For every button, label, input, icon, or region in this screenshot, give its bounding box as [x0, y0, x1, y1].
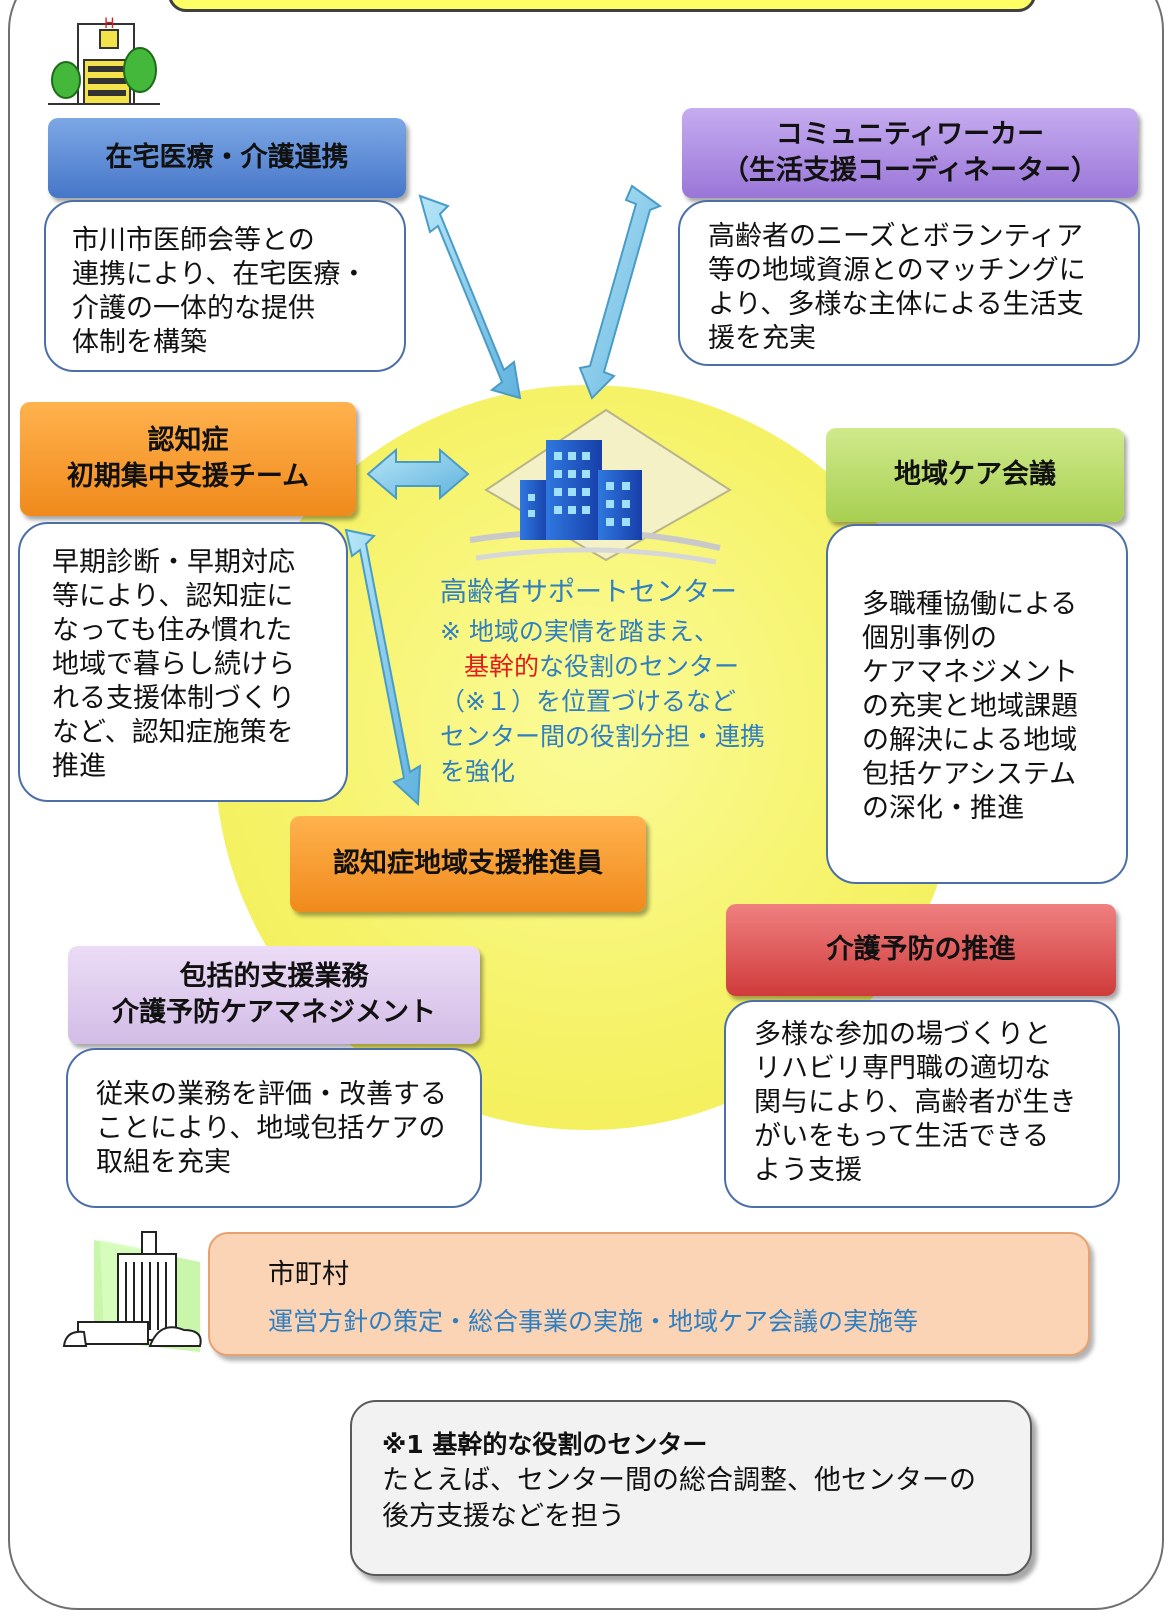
care-meeting-header: 地域ケア会議: [826, 428, 1124, 522]
dementia-team-line: 等により、認知症に: [52, 581, 294, 612]
comprehensive-card: 従来の業務を評価・改善する ことにより、地域包括ケアの 取組を充実: [66, 1048, 482, 1208]
municipality-text: 運営方針の策定・総合事業の実施・地域ケア会議の実施等: [268, 1307, 919, 1336]
care-prevention-line: リハビリ専門職の適切な: [754, 1053, 1051, 1084]
municipality-title: 市町村: [268, 1259, 349, 1290]
hospital-icon: H: [48, 16, 160, 105]
dementia-team-line: 推進: [52, 751, 106, 782]
care-prevention-line: がいをもって生活できる: [754, 1121, 1050, 1152]
comprehensive-line: 取組を充実: [96, 1147, 231, 1178]
dementia-team-line: れる支援体制づくり: [52, 683, 295, 714]
care-meeting-line: ケアマネジメント: [862, 657, 1078, 688]
core-role-highlight: 基幹的: [464, 652, 540, 681]
home-medical-line: 介護の一体的な提供: [72, 293, 315, 324]
dementia-team-line: なっても住み慣れた: [52, 615, 293, 646]
home-medical-line: 体制を構築: [72, 327, 207, 358]
dementia-team-line: など、認知症施策を: [52, 717, 294, 748]
community-worker-title: コミュニティワーカー: [775, 119, 1045, 150]
home-medical-line: 市川市医師会等との: [72, 225, 315, 256]
footnote-panel: ※1 基幹的な役割のセンター たとえば、センター間の総合調整、他センターの 後方…: [350, 1400, 1032, 1576]
care-prevention-line: 関与により、高齢者が生き: [754, 1087, 1077, 1118]
support-center-text: 高齢者サポートセンター ※ 地域の実情を踏まえ、 基幹的な役割のセンター （※１…: [440, 575, 800, 789]
care-prevention-line: よう支援: [754, 1155, 862, 1186]
support-center-note-2: 基幹的な役割のセンター: [440, 649, 800, 684]
comprehensive-header: 包括的支援業務 介護予防ケアマネジメント: [68, 946, 480, 1044]
home-medical-title: 在宅医療・介護連携: [105, 142, 349, 173]
dementia-promoter-header: 認知症地域支援推進員: [290, 816, 646, 912]
community-worker-line: 等の地域資源とのマッチングに: [708, 255, 1086, 286]
care-meeting-line: 個別事例の: [862, 623, 997, 654]
support-center-note-1: ※ 地域の実情を踏まえ、: [440, 617, 719, 646]
dementia-team-title: 認知症: [147, 425, 229, 456]
care-meeting-line: の深化・推進: [862, 793, 1024, 824]
support-center-note-2-rest: な役割のセンター: [539, 652, 740, 681]
care-meeting-line: の充実と地域課題: [862, 691, 1078, 722]
community-worker-card: 高齢者のニーズとボランティア 等の地域資源とのマッチングに より、多様な主体によ…: [678, 200, 1140, 366]
care-prevention-card: 多様な参加の場づくりと リハビリ専門職の適切な 関与により、高齢者が生き がいを…: [724, 1000, 1120, 1208]
footnote-line: 後方支援などを担う: [382, 1501, 625, 1532]
support-center-name: 高齢者サポートセンター: [440, 577, 737, 608]
support-center-note-3: （※１）を位置づけるなど: [440, 687, 736, 716]
comprehensive-line: ことにより、地域包括ケアの: [96, 1113, 446, 1144]
comprehensive-title: 包括的支援業務: [179, 961, 369, 992]
home-medical-card: 市川市医師会等との 連携により、在宅医療・ 介護の一体的な提供 体制を構築: [44, 200, 406, 372]
care-meeting-line: 包括ケアシステム: [862, 759, 1077, 790]
community-worker-line: 高齢者のニーズとボランティア: [708, 221, 1084, 252]
dementia-team-header: 認知症 初期集中支援チーム: [20, 402, 356, 516]
support-center-note-4: センター間の役割分担・連携: [440, 722, 766, 751]
community-worker-line: より、多様な主体による生活支: [708, 289, 1084, 320]
dementia-team-line: 早期診断・早期対応: [52, 547, 295, 578]
city-hall-icon: [62, 1231, 202, 1352]
care-prevention-header: 介護予防の推進: [726, 904, 1116, 996]
home-medical-header: 在宅医療・介護連携: [48, 118, 406, 198]
support-center-note-5: を強化: [440, 757, 516, 786]
care-meeting-card: 多職種協働による 個別事例の ケアマネジメント の充実と地域課題 の解決による地…: [826, 524, 1128, 884]
dementia-team-line: 地域で暮らし続けら: [52, 649, 295, 680]
footnote-line: たとえば、センター間の総合調整、他センターの: [382, 1465, 976, 1496]
double-arrow-icon: [344, 184, 663, 807]
dementia-team-subtitle: 初期集中支援チーム: [66, 461, 310, 492]
care-meeting-line: 多職種協働による: [862, 589, 1078, 620]
office-building-icon: [469, 408, 732, 565]
footnote-title: ※1 基幹的な役割のセンター: [382, 1430, 708, 1459]
care-prevention-line: 多様な参加の場づくりと: [754, 1019, 1051, 1050]
outer-frame: [8, 0, 1164, 1610]
care-meeting-title: 地域ケア会議: [894, 459, 1056, 490]
care-prevention-title: 介護予防の推進: [826, 934, 1016, 965]
comprehensive-subtitle: 介護予防ケアマネジメント: [112, 997, 436, 1028]
svg-text:H: H: [104, 16, 115, 32]
dementia-team-card: 早期診断・早期対応 等により、認知症に なっても住み慣れた 地域で暮らし続けら …: [18, 522, 348, 802]
municipality-panel: 市町村 運営方針の策定・総合事業の実施・地域ケア会議の実施等: [208, 1232, 1090, 1356]
community-worker-header: コミュニティワーカー （生活支援コーディネーター）: [682, 108, 1138, 198]
care-meeting-line: の解決による地域: [862, 725, 1078, 756]
comprehensive-line: 従来の業務を評価・改善する: [96, 1079, 447, 1110]
home-medical-line: 連携により、在宅医療・: [72, 259, 368, 290]
community-worker-subtitle: （生活支援コーディネーター）: [721, 155, 1099, 186]
dementia-promoter-title: 認知症地域支援推進員: [333, 848, 603, 879]
community-worker-line: 援を充実: [708, 323, 816, 354]
